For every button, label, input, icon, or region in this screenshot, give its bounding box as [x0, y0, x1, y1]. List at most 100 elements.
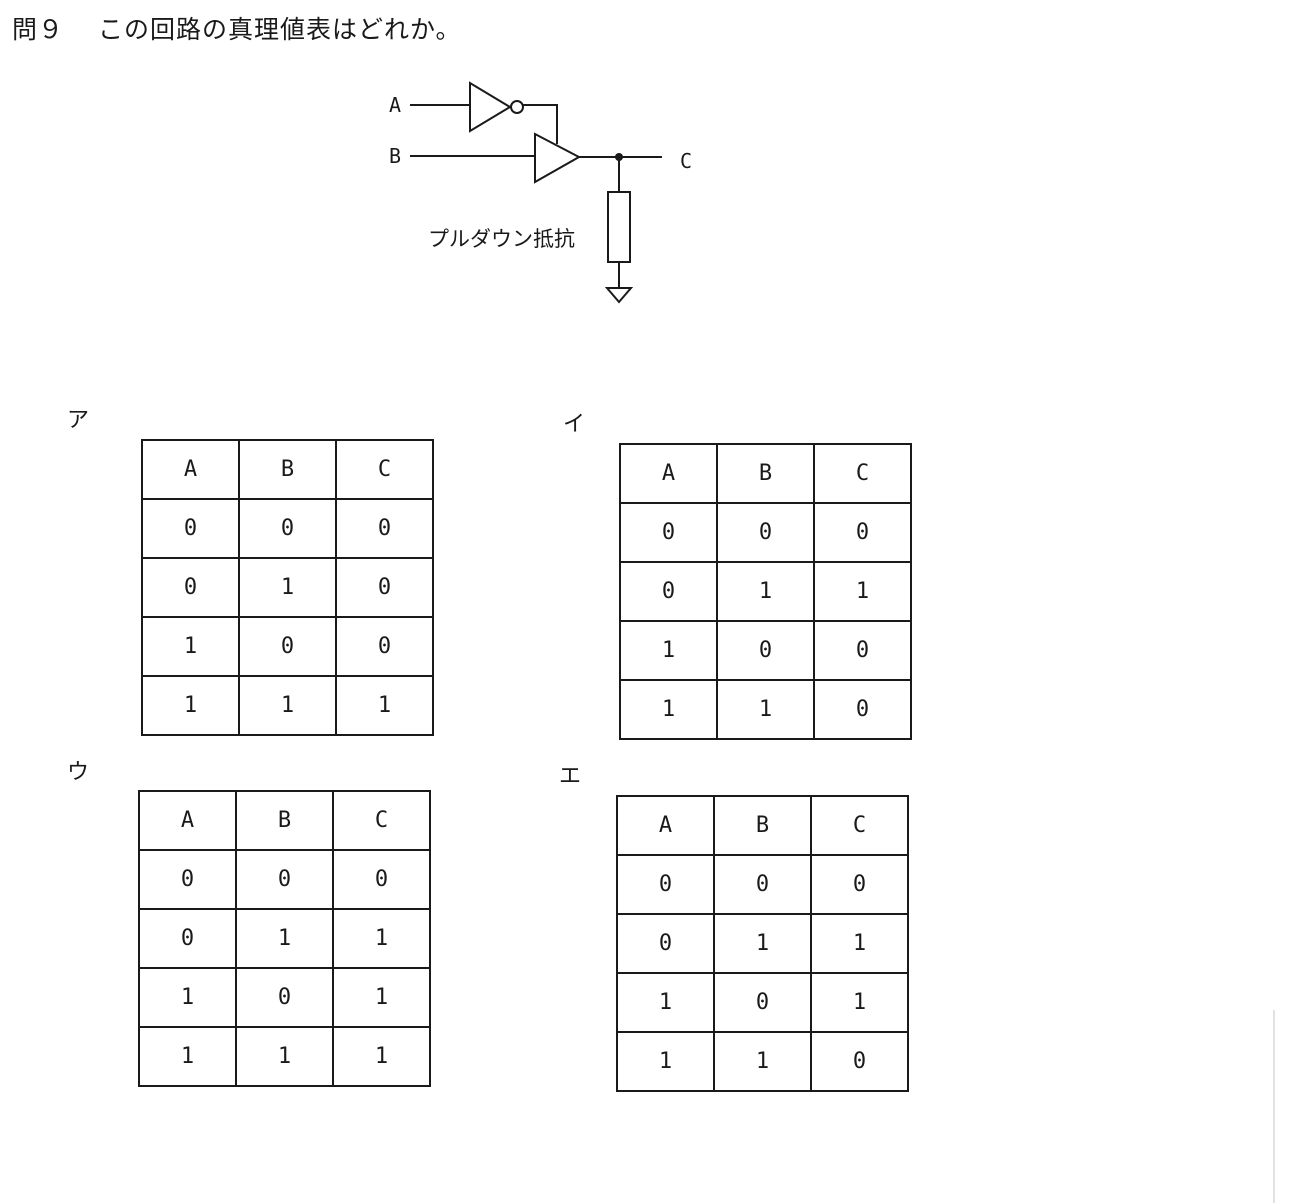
- table-row: 0 1 1: [616, 913, 909, 974]
- header-cell: B: [235, 790, 334, 851]
- ground-icon: [604, 287, 634, 304]
- circuit-diagram: A B C プルダウン抵抗: [389, 81, 692, 304]
- table-cell: 0: [810, 1031, 909, 1092]
- header-cell: A: [619, 443, 718, 504]
- table-cell: 1: [616, 972, 715, 1033]
- table-cell: 1: [332, 967, 431, 1028]
- table-cell: 0: [238, 616, 337, 677]
- table-cell: 0: [141, 498, 240, 559]
- table-cell: 0: [335, 498, 434, 559]
- table-cell: 0: [813, 679, 912, 740]
- table-cell: 1: [141, 675, 240, 736]
- header-cell: A: [138, 790, 237, 851]
- table-cell: 1: [335, 675, 434, 736]
- table-cell: 0: [235, 849, 334, 910]
- junction-dot: [615, 153, 623, 161]
- table-cell: 1: [238, 675, 337, 736]
- table-row: 1 1 1: [138, 1026, 431, 1087]
- table-cell: 0: [335, 616, 434, 677]
- table-cell: 0: [810, 854, 909, 915]
- table-cell: 0: [616, 854, 715, 915]
- table-cell: 0: [619, 502, 718, 563]
- header-cell: B: [713, 795, 812, 856]
- table-cell: 1: [619, 679, 718, 740]
- table-row: 0 0 0: [141, 498, 434, 559]
- header-cell: B: [716, 443, 815, 504]
- table-row: 0 1 0: [141, 557, 434, 618]
- table-row: 1 0 0: [619, 620, 912, 681]
- table-cell: 1: [235, 908, 334, 969]
- truth-table-a: A B C 0 0 0 0 1 0 1 0 0 1 1 1: [141, 439, 434, 736]
- table-cell: 0: [141, 557, 240, 618]
- input-a-label: A: [389, 93, 401, 117]
- table-cell: 0: [238, 498, 337, 559]
- table-cell: 0: [619, 561, 718, 622]
- table-cell: 1: [138, 967, 237, 1028]
- tristate-buffer-triangle: [534, 132, 582, 184]
- table-header-row: A B C: [138, 790, 431, 851]
- table-header-row: A B C: [619, 443, 912, 504]
- resistor-label: プルダウン抵抗: [428, 227, 575, 251]
- output-c-label: C: [680, 149, 692, 173]
- wire-enable: [523, 104, 558, 144]
- truth-table-e: A B C 0 0 0 0 1 1 1 0 1 1 1 0: [616, 795, 909, 1092]
- table-cell: 0: [235, 967, 334, 1028]
- truth-table-i: A B C 0 0 0 0 1 1 1 0 0 1 1 0: [619, 443, 912, 740]
- table-cell: 0: [713, 854, 812, 915]
- question-heading: 問９ この回路の真理値表はどれか。: [12, 10, 462, 46]
- table-cell: 1: [138, 1026, 237, 1087]
- table-row: 1 1 1: [141, 675, 434, 736]
- table-cell: 0: [616, 913, 715, 974]
- not-gate-triangle: [469, 81, 512, 133]
- table-row: 0 1 1: [619, 561, 912, 622]
- table-cell: 1: [332, 908, 431, 969]
- pulldown-resistor: [607, 191, 631, 263]
- header-cell: C: [813, 443, 912, 504]
- table-cell: 0: [813, 502, 912, 563]
- table-row: 0 1 1: [138, 908, 431, 969]
- table-cell: 1: [810, 913, 909, 974]
- table-cell: 0: [138, 908, 237, 969]
- table-header-row: A B C: [141, 439, 434, 500]
- table-cell: 1: [619, 620, 718, 681]
- table-header-row: A B C: [616, 795, 909, 856]
- scan-edge-line: [1273, 1010, 1275, 1203]
- question-number: 問９: [12, 15, 65, 44]
- table-cell: 1: [810, 972, 909, 1033]
- question-text: この回路の真理値表はどれか。: [98, 15, 462, 44]
- option-label-u: ウ: [67, 760, 90, 785]
- header-cell: C: [810, 795, 909, 856]
- table-cell: 1: [713, 1031, 812, 1092]
- option-label-i: イ: [563, 412, 586, 437]
- not-gate-bubble: [510, 100, 524, 114]
- table-cell: 1: [238, 557, 337, 618]
- table-cell: 0: [813, 620, 912, 681]
- table-cell: 0: [332, 849, 431, 910]
- table-row: 1 1 0: [619, 679, 912, 740]
- header-cell: B: [238, 439, 337, 500]
- table-cell: 1: [716, 679, 815, 740]
- table-cell: 1: [713, 913, 812, 974]
- table-row: 0 0 0: [138, 849, 431, 910]
- table-row: 1 0 0: [141, 616, 434, 677]
- option-label-e: エ: [559, 764, 582, 789]
- table-cell: 1: [616, 1031, 715, 1092]
- option-label-a: ア: [67, 408, 90, 433]
- truth-table-u: A B C 0 0 0 0 1 1 1 0 1 1 1 1: [138, 790, 431, 1087]
- header-cell: C: [335, 439, 434, 500]
- table-cell: 0: [716, 502, 815, 563]
- table-row: 1 1 0: [616, 1031, 909, 1092]
- header-cell: C: [332, 790, 431, 851]
- table-row: 0 0 0: [619, 502, 912, 563]
- table-cell: 1: [813, 561, 912, 622]
- header-cell: A: [141, 439, 240, 500]
- table-cell: 0: [138, 849, 237, 910]
- header-cell: A: [616, 795, 715, 856]
- table-cell: 1: [332, 1026, 431, 1087]
- input-b-label: B: [389, 144, 401, 168]
- table-cell: 0: [716, 620, 815, 681]
- table-cell: 1: [235, 1026, 334, 1087]
- table-row: 1 0 1: [616, 972, 909, 1033]
- table-cell: 1: [141, 616, 240, 677]
- table-cell: 0: [713, 972, 812, 1033]
